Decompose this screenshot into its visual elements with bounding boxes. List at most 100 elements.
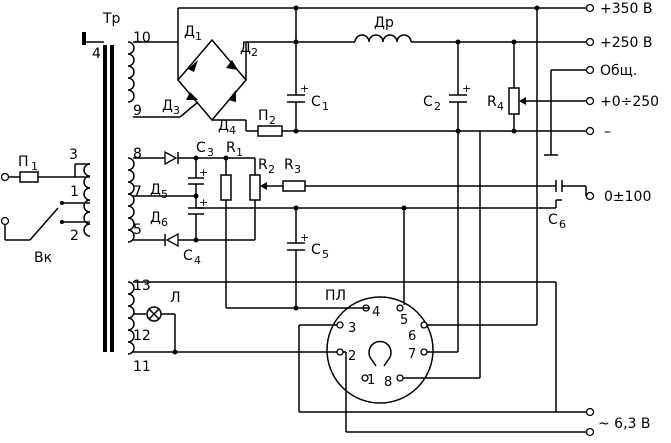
socket-key xyxy=(368,340,392,361)
terminal-minus[interactable] xyxy=(585,126,595,136)
socket-pin-8: 8 xyxy=(384,375,392,390)
terminal-350v[interactable] xyxy=(585,3,595,13)
svg-text:1: 1 xyxy=(236,146,243,159)
transformer-pin-4: 4 xyxy=(92,46,101,62)
transformer: 4 Тр 10 9 8 7 5 13 12 11 3 1 2 xyxy=(69,11,151,375)
resistor-r1 xyxy=(220,174,232,201)
diode-d5-label: Д xyxy=(150,182,161,198)
socket-outline xyxy=(326,296,434,404)
socket-pin-2: 2 xyxy=(348,349,356,364)
svg-text:+: + xyxy=(199,166,208,179)
terminal-heater-2[interactable] xyxy=(585,427,595,437)
svg-text:4: 4 xyxy=(194,254,201,267)
cap-c2-label: С xyxy=(423,94,433,110)
bridge-rectifier: Д 1 Д 2 Д 3 Д 4 П 2 xyxy=(133,8,296,137)
cap-c5-label: С xyxy=(311,242,321,258)
socket-pin-1: 1 xyxy=(367,373,375,388)
socket-pin-4: 4 xyxy=(372,305,380,320)
cap-c4-label: С xyxy=(183,248,193,264)
output-350v-label: +350 В xyxy=(600,1,653,17)
svg-text:1: 1 xyxy=(322,100,329,113)
svg-text:6: 6 xyxy=(559,218,566,231)
output-minus-label: – xyxy=(604,124,611,140)
terminal-common[interactable] xyxy=(585,65,595,75)
socket-pin-7: 7 xyxy=(408,347,416,362)
mains-terminal-bottom xyxy=(0,216,10,226)
resistor-r2 xyxy=(249,174,261,201)
fuse-p2-label: П xyxy=(258,108,269,124)
svg-text:1: 1 xyxy=(195,30,202,43)
output-adjustable-label: +0÷250 xyxy=(600,94,659,110)
terminal-bias[interactable] xyxy=(585,191,595,201)
fuse-p1 xyxy=(19,171,39,183)
cap-c6-label: С xyxy=(548,212,558,228)
cap-c3-label: С xyxy=(196,140,206,156)
hv-rails: Др + С 1 + С 2 R 4 xyxy=(178,5,586,325)
mains-terminal-top xyxy=(0,172,10,182)
transformer-pin-1: 1 xyxy=(70,184,79,200)
transformer-label: Тр xyxy=(102,11,121,27)
svg-text:+: + xyxy=(300,82,309,95)
fuse-p1-label: П xyxy=(18,154,29,170)
transformer-pin-9: 9 xyxy=(133,103,142,119)
bias-section: С 3 R 1 + Д 5 + Д 6 С 4 xyxy=(133,140,587,311)
svg-text:+: + xyxy=(462,82,471,95)
svg-text:6: 6 xyxy=(161,216,168,229)
resistor-r3-label: R xyxy=(284,157,294,173)
svg-text:+: + xyxy=(300,231,309,244)
choke-label: Др xyxy=(374,15,394,31)
output-common-label: Общ. xyxy=(600,63,637,79)
svg-text:2: 2 xyxy=(269,114,276,127)
transformer-pin-13: 13 xyxy=(133,278,151,294)
svg-text:3: 3 xyxy=(173,104,180,117)
svg-text:4: 4 xyxy=(497,100,504,113)
svg-text:3: 3 xyxy=(207,146,214,159)
terminal-250v[interactable] xyxy=(585,37,595,47)
svg-text:2: 2 xyxy=(434,100,441,113)
svg-text:5: 5 xyxy=(322,248,329,261)
transformer-pin-8: 8 xyxy=(133,146,142,162)
diode-d1-label: Д xyxy=(184,24,195,40)
fuse-p1-sub: 1 xyxy=(31,160,38,173)
mains-input: П 1 Вк xyxy=(0,154,90,266)
output-terminals: +350 В +250 В Общ. +0÷250 – 0±100 ~ 6,3 … xyxy=(585,1,659,437)
heater-section: Л xyxy=(133,281,586,413)
transformer-pin-2: 2 xyxy=(70,228,79,244)
svg-text:2: 2 xyxy=(251,46,258,59)
socket-pin-3: 3 xyxy=(348,321,356,336)
transformer-pin-3: 3 xyxy=(69,147,78,163)
svg-text:5: 5 xyxy=(161,188,168,201)
resistor-r4-label: R xyxy=(487,94,497,110)
switch-vk[interactable] xyxy=(29,207,59,241)
resistor-r3 xyxy=(282,180,306,192)
output-heater-label: ~ 6,3 В xyxy=(598,416,651,432)
tube-socket: ПЛ 4 5 3 6 2 7 1 8 xyxy=(298,131,586,433)
transformer-pin-5: 5 xyxy=(133,222,142,238)
socket-label: ПЛ xyxy=(325,288,346,304)
diode-d4-label: Д xyxy=(218,118,229,134)
diode-d6-label: Д xyxy=(150,210,161,226)
resistor-r2-label: R xyxy=(258,157,268,173)
terminal-adjustable[interactable] xyxy=(585,96,595,106)
diode-d3-label: Д xyxy=(162,98,173,114)
socket-pin-5: 5 xyxy=(400,313,408,328)
fuse-p2 xyxy=(257,125,283,137)
transformer-pin-7: 7 xyxy=(133,184,142,200)
svg-text:2: 2 xyxy=(268,163,275,176)
svg-text:3: 3 xyxy=(294,163,301,176)
cap-c1-label: С xyxy=(311,94,321,110)
socket-pin-6: 6 xyxy=(408,329,416,344)
svg-text:+: + xyxy=(199,196,208,209)
transformer-pin-12: 12 xyxy=(133,328,151,344)
output-bias-label: 0±100 xyxy=(604,189,651,205)
resistor-r1-label: R xyxy=(226,140,236,156)
transformer-pin-10: 10 xyxy=(133,30,151,46)
transformer-pin-11: 11 xyxy=(133,359,151,375)
resistor-r4 xyxy=(508,87,520,115)
terminal-heater-1[interactable] xyxy=(585,407,595,417)
switch-label: Вк xyxy=(34,250,52,266)
lamp-label: Л xyxy=(170,290,181,306)
output-250v-label: +250 В xyxy=(600,35,653,51)
svg-text:4: 4 xyxy=(229,124,236,137)
